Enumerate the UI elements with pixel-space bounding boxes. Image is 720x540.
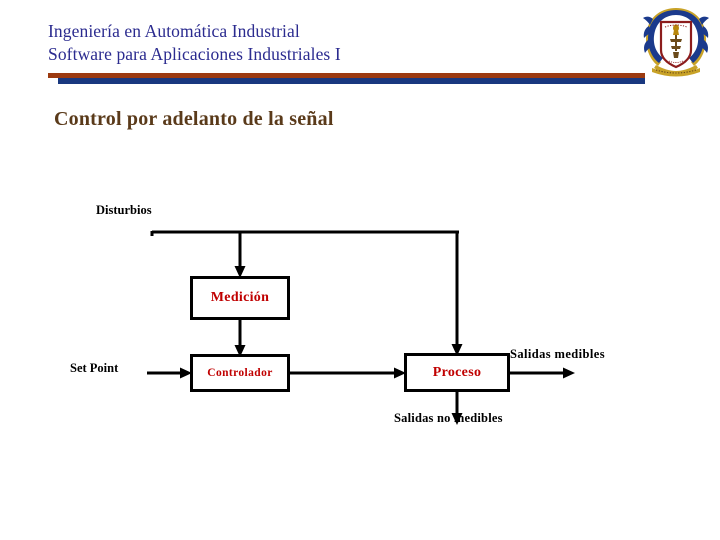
diagram-label-salidas-medibles: Salidas medibles xyxy=(510,347,605,361)
header-divider-rust-bar xyxy=(48,73,645,78)
slide-header: Ingeniería en Automática Industrial Soft… xyxy=(0,0,720,95)
diagram-box-medicion-label: Medición xyxy=(210,290,270,305)
course-subject-line: Software para Aplicaciones Industriales … xyxy=(48,44,341,64)
diagram-label-salidas-no-medibles: Salidas no medibles xyxy=(394,411,503,425)
university-crest-icon xyxy=(640,6,712,78)
header-divider xyxy=(0,70,720,88)
diagram-box-controlador: Controlador xyxy=(190,354,290,392)
diagram-box-proceso-label: Proceso xyxy=(432,364,482,380)
course-program-line: Ingeniería en Automática Industrial xyxy=(48,21,300,41)
diagram-box-proceso: Proceso xyxy=(404,353,510,392)
diagram-box-medicion: Medición xyxy=(190,276,290,320)
diagram-box-controlador-label: Controlador xyxy=(207,367,273,379)
header-divider-blue-bar xyxy=(58,78,645,84)
page-title: Control por adelanto de la señal xyxy=(54,108,334,130)
diagram-label-disturbios: Disturbios xyxy=(96,203,152,217)
course-header-text: Ingeniería en Automática Industrial Soft… xyxy=(48,20,608,66)
diagram-label-set-point: Set Point xyxy=(70,361,119,375)
